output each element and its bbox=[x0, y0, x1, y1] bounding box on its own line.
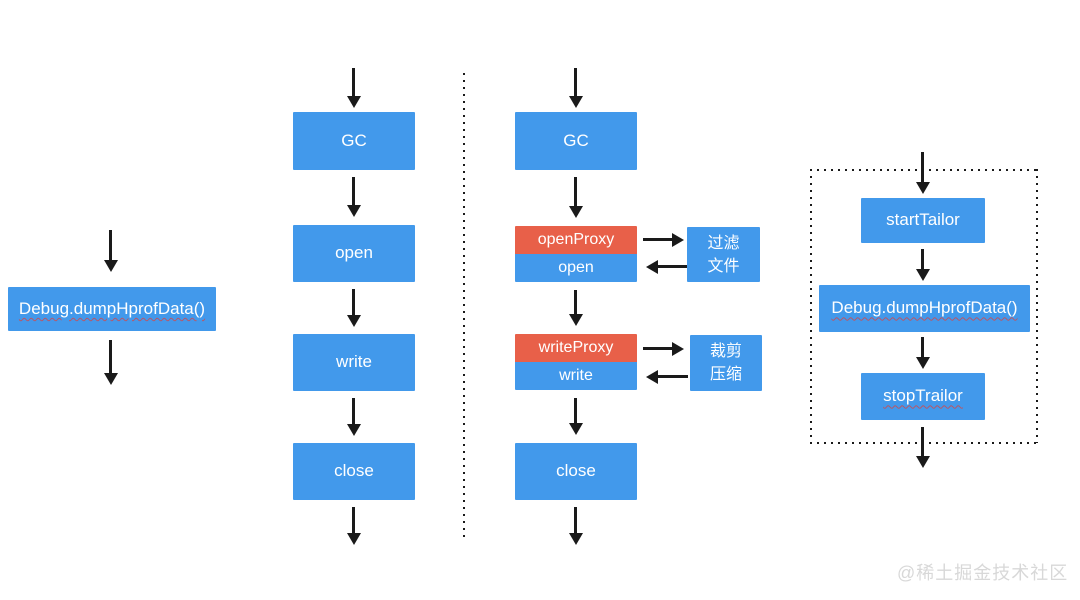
plain-gc-box: GC bbox=[293, 112, 415, 170]
proxy-write-label: write bbox=[559, 367, 593, 384]
arrow-down-icon bbox=[921, 427, 924, 456]
trim-compress-box: 裁剪 压缩 bbox=[690, 335, 762, 391]
filter-file-label-line1: 过滤 bbox=[707, 234, 740, 252]
start-tailor-box: startTailor bbox=[861, 198, 985, 243]
tailor-group-border-right bbox=[1036, 169, 1038, 443]
tailor-group-border-top bbox=[810, 169, 1038, 171]
arrow-down-icon bbox=[574, 177, 577, 206]
arrow-right-icon bbox=[643, 347, 672, 350]
arrow-right-icon bbox=[643, 238, 672, 241]
filter-file-label-line2: 文件 bbox=[707, 257, 740, 275]
proxy-gc-label: GC bbox=[563, 130, 589, 150]
arrow-down-icon bbox=[574, 68, 577, 96]
watermark: @稀土掘金技术社区 bbox=[897, 563, 1069, 583]
plain-close-box: close bbox=[293, 443, 415, 500]
plain-open-box: open bbox=[293, 225, 415, 282]
open-proxy-stack: openProxy open bbox=[515, 226, 637, 282]
arrow-down-icon bbox=[109, 340, 112, 373]
proxy-write-box: write bbox=[515, 362, 637, 390]
arrow-left-icon bbox=[658, 375, 688, 378]
stop-trailor-label: stopTrailor bbox=[883, 386, 963, 406]
arrow-down-icon bbox=[574, 507, 577, 533]
write-proxy-stack: writeProxy write bbox=[515, 334, 637, 390]
arrow-down-icon bbox=[352, 68, 355, 96]
arrow-down-icon bbox=[574, 290, 577, 314]
open-proxy-box: openProxy bbox=[515, 226, 637, 254]
arrow-down-icon bbox=[574, 398, 577, 423]
plain-write-box: write bbox=[293, 334, 415, 391]
dump-hprof-box: Debug.dumpHprofData() bbox=[8, 287, 216, 331]
tailor-group-border-left bbox=[810, 169, 812, 443]
plain-close-label: close bbox=[334, 461, 374, 481]
arrow-down-icon bbox=[352, 507, 355, 533]
arrow-down-icon bbox=[352, 177, 355, 205]
proxy-gc-box: GC bbox=[515, 112, 637, 170]
arrow-down-icon bbox=[109, 230, 112, 260]
proxy-open-box: open bbox=[515, 254, 637, 282]
plain-write-label: write bbox=[336, 352, 372, 372]
arrow-down-icon bbox=[921, 152, 924, 182]
arrow-down-icon bbox=[352, 398, 355, 424]
proxy-close-label: close bbox=[556, 461, 596, 481]
write-proxy-box: writeProxy bbox=[515, 334, 637, 362]
write-proxy-label: writeProxy bbox=[538, 339, 614, 356]
stop-trailor-box: stopTrailor bbox=[861, 373, 985, 420]
plain-open-label: open bbox=[335, 243, 373, 263]
tailor-group-border-bottom bbox=[810, 442, 1038, 444]
arrow-down-icon bbox=[921, 249, 924, 269]
arrow-down-icon bbox=[921, 337, 924, 357]
dump-hprof-label: Debug.dumpHprofData() bbox=[18, 298, 206, 318]
arrow-left-icon bbox=[658, 265, 688, 268]
proxy-close-box: close bbox=[515, 443, 637, 500]
tailor-dump-hprof-label: Debug.dumpHprofData() bbox=[831, 298, 1018, 318]
trim-compress-label-line1: 裁剪 bbox=[709, 343, 742, 360]
tailor-dump-hprof-box: Debug.dumpHprofData() bbox=[819, 285, 1030, 332]
trim-compress-label-line2: 压缩 bbox=[709, 366, 742, 383]
proxy-open-label: open bbox=[558, 259, 594, 276]
arrow-down-icon bbox=[352, 289, 355, 315]
plain-gc-label: GC bbox=[341, 130, 367, 150]
section-divider bbox=[463, 73, 465, 540]
start-tailor-label: startTailor bbox=[886, 210, 960, 230]
filter-file-box: 过滤 文件 bbox=[687, 227, 760, 282]
open-proxy-label: openProxy bbox=[537, 231, 615, 248]
